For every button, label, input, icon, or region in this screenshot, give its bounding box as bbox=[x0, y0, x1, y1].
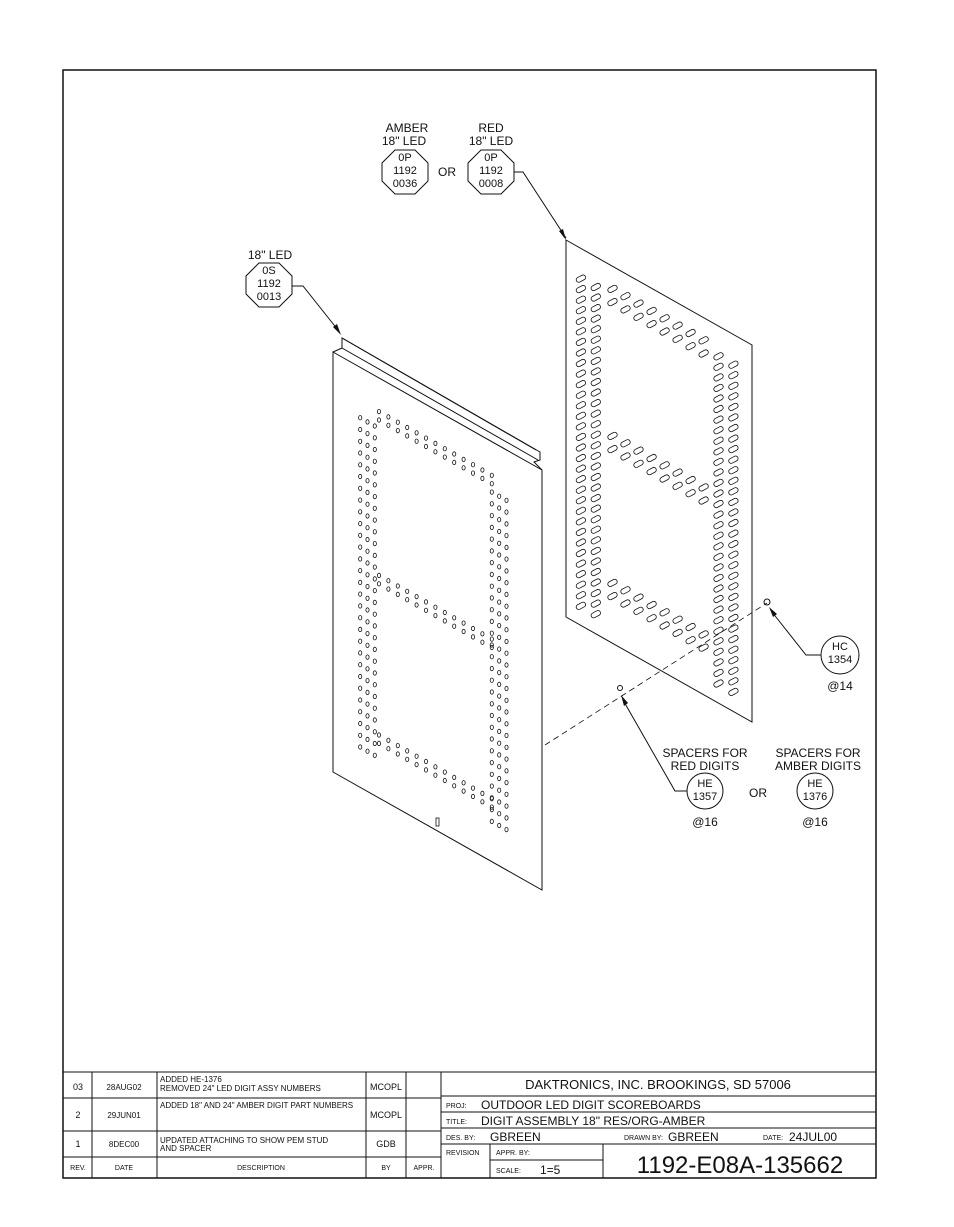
svg-text:8DEC00: 8DEC00 bbox=[109, 1140, 140, 1149]
svg-text:BY: BY bbox=[381, 1165, 391, 1172]
svg-text:ADDED HE-1376: ADDED HE-1376 bbox=[160, 1075, 222, 1084]
svg-text:UPDATED ATTACHING TO SHOW PEM: UPDATED ATTACHING TO SHOW PEM STUD bbox=[160, 1136, 328, 1145]
scale-label: SCALE: bbox=[496, 1168, 521, 1175]
svg-text:28AUG02: 28AUG02 bbox=[106, 1083, 142, 1092]
spacers-red-callout: SPACERS FOR RED DIGITS HE 1357 @16 bbox=[621, 695, 748, 829]
svg-text:RED: RED bbox=[478, 121, 504, 135]
svg-text:@16: @16 bbox=[692, 815, 718, 829]
svg-text:18" LED: 18" LED bbox=[248, 248, 293, 262]
designer: GBREEN bbox=[490, 1130, 541, 1144]
svg-text:HE: HE bbox=[807, 778, 822, 790]
revision-label: REVISION bbox=[446, 1150, 479, 1157]
revision-row: 2 29JUN01 ADDED 18" AND 24" AMBER DIGIT … bbox=[75, 1101, 402, 1120]
front-led-panel bbox=[332, 337, 543, 891]
svg-text:18" LED: 18" LED bbox=[382, 134, 427, 148]
drawing-border bbox=[62, 69, 877, 1179]
drawing-date: 24JUL00 bbox=[789, 1130, 837, 1144]
svg-text:@16: @16 bbox=[802, 815, 828, 829]
or-top: OR bbox=[438, 165, 456, 179]
svg-text:AMBER DIGITS: AMBER DIGITS bbox=[775, 759, 861, 773]
svg-text:03: 03 bbox=[73, 1082, 83, 1092]
svg-text:1: 1 bbox=[75, 1139, 80, 1149]
revision-row: 03 28AUG02 ADDED HE-1376 REMOVED 24" LED… bbox=[73, 1075, 402, 1093]
front-panel-led-holes bbox=[358, 408, 509, 833]
svg-text:29JUN01: 29JUN01 bbox=[107, 1111, 141, 1120]
back-led-board bbox=[565, 239, 753, 723]
title-block bbox=[441, 1095, 876, 1178]
spacer-dashed-line bbox=[544, 602, 768, 746]
svg-text:0013: 0013 bbox=[257, 291, 281, 303]
svg-text:GDB: GDB bbox=[376, 1139, 396, 1149]
svg-text:HC: HC bbox=[832, 641, 848, 653]
scale-value: 1=5 bbox=[540, 1163, 561, 1177]
svg-text:AMBER: AMBER bbox=[386, 121, 429, 135]
svg-text:1354: 1354 bbox=[828, 654, 852, 666]
drawn-by-label: DRAWN BY: bbox=[624, 1135, 663, 1142]
front-panel-slot bbox=[435, 817, 440, 827]
svg-text:0P: 0P bbox=[398, 152, 411, 164]
svg-text:ADDED 18" AND 24" AMBER DIGIT: ADDED 18" AND 24" AMBER DIGIT PART NUMBE… bbox=[160, 1101, 353, 1110]
proj-label: PROJ: bbox=[446, 1103, 467, 1110]
appr-by-label: APPR. BY: bbox=[496, 1150, 530, 1157]
svg-text:0036: 0036 bbox=[393, 178, 417, 190]
svg-text:APPR.: APPR. bbox=[413, 1165, 434, 1172]
svg-text:1376: 1376 bbox=[803, 791, 827, 803]
revision-row: 1 8DEC00 UPDATED ATTACHING TO SHOW PEM S… bbox=[75, 1136, 395, 1153]
svg-text:@14: @14 bbox=[827, 679, 853, 693]
title-label: TITLE: bbox=[446, 1119, 467, 1126]
svg-text:DESCRIPTION: DESCRIPTION bbox=[237, 1165, 285, 1172]
spacer-point bbox=[617, 685, 623, 691]
stud-point bbox=[763, 598, 771, 606]
hc-1354-callout: HC 1354 @14 bbox=[769, 607, 860, 693]
revision-block bbox=[63, 1071, 876, 1178]
svg-text:MCOPL: MCOPL bbox=[370, 1082, 402, 1092]
led-18-callout: 18" LED 0S 1192 0013 bbox=[245, 248, 341, 335]
svg-text:0008: 0008 bbox=[479, 178, 503, 190]
company-name: DAKTRONICS, INC. BROOKINGS, SD 57006 bbox=[525, 1077, 791, 1092]
drawing-number: 1192-E08A-135662 bbox=[637, 1152, 843, 1179]
revision-headers: REV. DATE DESCRIPTION BY APPR. bbox=[70, 1165, 434, 1172]
svg-text:RED DIGITS: RED DIGITS bbox=[671, 759, 740, 773]
svg-text:0P: 0P bbox=[484, 152, 497, 164]
svg-text:HE: HE bbox=[697, 778, 712, 790]
svg-text:2: 2 bbox=[75, 1110, 80, 1120]
svg-text:MCOPL: MCOPL bbox=[370, 1110, 402, 1120]
drafter: GBREEN bbox=[668, 1130, 719, 1144]
svg-text:SPACERS FOR: SPACERS FOR bbox=[775, 746, 860, 760]
svg-text:SPACERS FOR: SPACERS FOR bbox=[662, 746, 747, 760]
drawing-title: DIGIT ASSEMBLY 18" RES/ORG-AMBER bbox=[481, 1114, 706, 1128]
svg-text:DATE: DATE bbox=[115, 1165, 133, 1172]
amber-led-callout: AMBER 18" LED 0P 1192 0036 bbox=[381, 121, 429, 195]
svg-text:AND SPACER: AND SPACER bbox=[160, 1144, 212, 1153]
svg-text:18" LED: 18" LED bbox=[469, 134, 514, 148]
date-label: DATE: bbox=[763, 1135, 783, 1142]
svg-text:1192: 1192 bbox=[257, 278, 281, 290]
svg-text:REV.: REV. bbox=[70, 1165, 86, 1172]
back-board-led-pairs bbox=[575, 274, 739, 696]
des-by-label: DES. BY: bbox=[446, 1135, 475, 1142]
svg-text:REMOVED 24" LED DIGIT ASSY NUM: REMOVED 24" LED DIGIT ASSY NUMBERS bbox=[160, 1084, 321, 1093]
svg-text:0S: 0S bbox=[262, 265, 275, 277]
or-bottom: OR bbox=[749, 786, 767, 800]
svg-text:1192: 1192 bbox=[393, 165, 417, 177]
svg-text:1192: 1192 bbox=[479, 165, 503, 177]
svg-text:1357: 1357 bbox=[693, 791, 717, 803]
spacers-amber-callout: SPACERS FOR AMBER DIGITS HE 1376 @16 bbox=[775, 746, 861, 829]
project-name: OUTDOOR LED DIGIT SCOREBOARDS bbox=[481, 1098, 701, 1112]
red-led-callout: RED 18" LED 0P 1192 0008 bbox=[467, 121, 567, 240]
